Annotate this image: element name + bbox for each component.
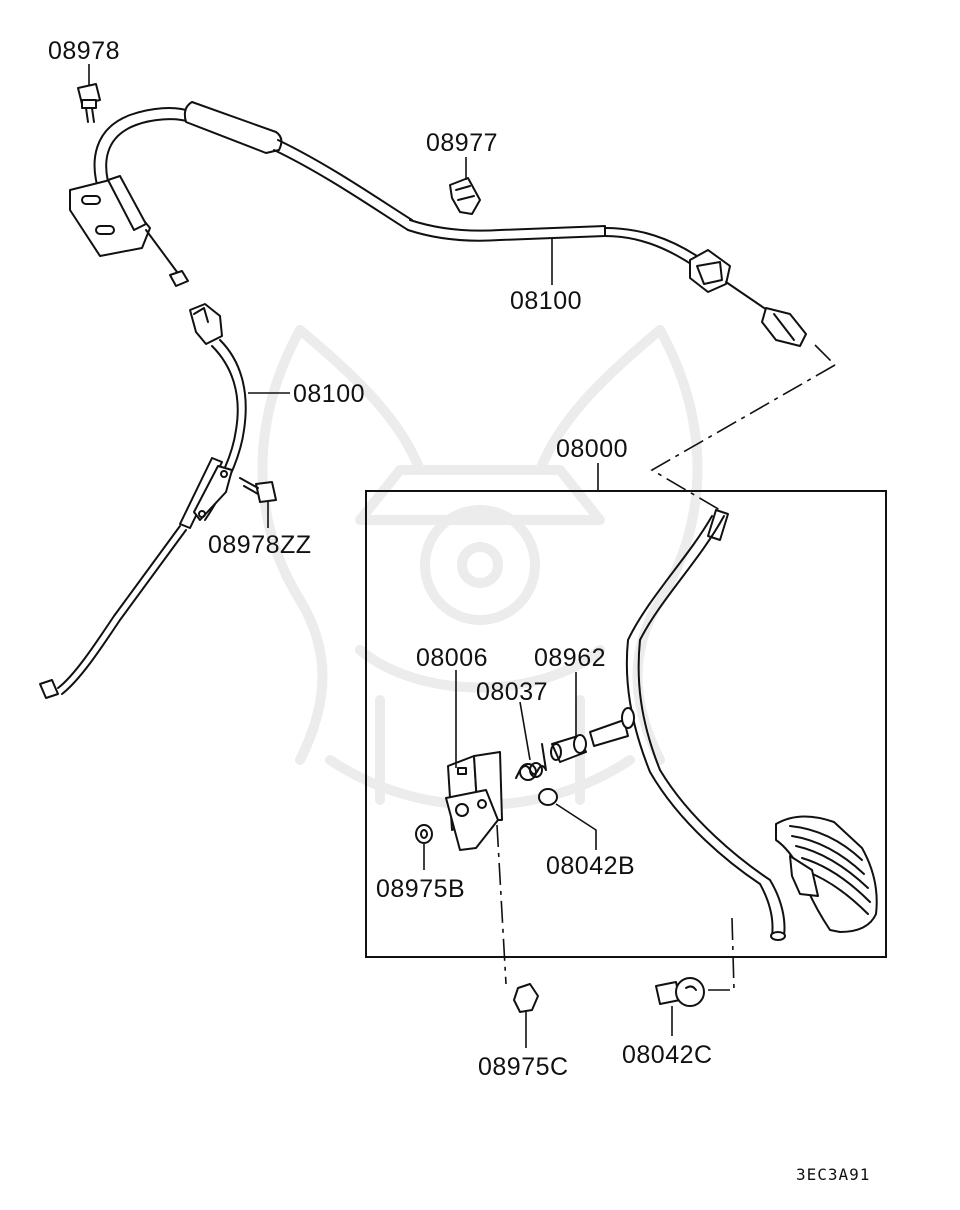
accelerator-pedal-arm [625,509,786,941]
label-08978: 08978 [48,37,120,65]
leader-08042B [555,803,597,850]
label-08962: 08962 [534,644,606,672]
clip-08042C-icon [655,977,705,1007]
nut-08975C-icon [513,983,539,1013]
nut-08042B-icon [538,788,558,806]
label-08006: 08006 [416,644,488,672]
label-08978ZZ: 08978ZZ [208,531,312,559]
leader-08037 [519,701,531,761]
label-08100-top: 08100 [510,287,582,315]
cable-bracket-upper [69,175,189,287]
label-08977: 08977 [426,129,498,157]
bolt-08978ZZ-icon [239,477,277,503]
pedal-assembly-frame [365,490,887,958]
pivot-bolt [589,707,635,747]
label-08100-left: 08100 [293,380,365,408]
cable-connection-dashline [650,364,836,511]
clip-08977-icon [449,177,481,215]
accelerator-pedal-pad [775,815,878,933]
label-08975C: 08975C [478,1053,569,1081]
dashline-08975C [496,824,507,985]
diagram-code: 3EC3A91 [796,1165,870,1184]
return-spring-08037 [515,743,547,781]
label-08037: 08037 [476,678,548,706]
bushing-08962 [550,734,587,763]
dashline-08042C [704,917,735,991]
upper-throttle-cable [93,101,836,366]
label-08042B: 08042B [546,852,635,880]
pedal-bracket-08006 [445,751,503,851]
label-08000: 08000 [556,435,628,463]
washer-08975B-icon [415,824,433,844]
label-08975B: 08975B [376,875,465,903]
label-08042C: 08042C [622,1041,713,1069]
lower-throttle-cable [39,303,247,699]
bolt-08978-icon [77,83,101,123]
